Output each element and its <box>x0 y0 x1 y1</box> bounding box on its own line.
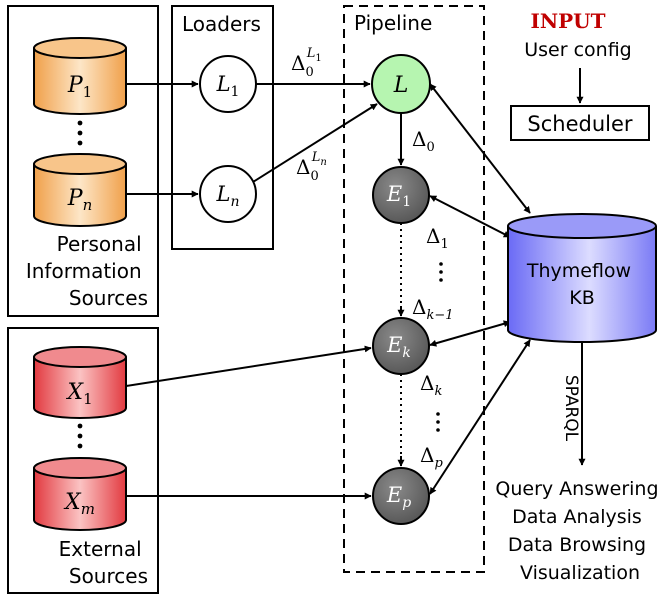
vertical-ellipsis <box>77 423 83 449</box>
enricher-e1-label: E1 <box>386 182 411 210</box>
arrow-e1-kb <box>429 195 511 238</box>
loaders-group: Loaders L1 Ln <box>171 5 274 250</box>
delta-loader1-label: Δ0L1 <box>291 46 322 80</box>
kb-cylinder: Thymeflow KB <box>507 213 657 343</box>
external-sources-group: X1 Xm External Sources <box>7 327 159 594</box>
source-xm-cylinder: Xm <box>33 457 127 531</box>
loader-l1-label: L1 <box>216 72 240 100</box>
source-pn-label: Pn <box>67 186 92 214</box>
vertical-ellipsis <box>77 120 83 146</box>
arrow-ln-to-l <box>252 103 378 183</box>
source-pn-cylinder: Pn <box>33 153 127 227</box>
source-xm-label: Xm <box>63 490 95 518</box>
vertical-ellipsis <box>439 262 443 282</box>
input-group: INPUT User config Scheduler <box>510 9 650 141</box>
delta-loadern-label: Δ0Ln <box>296 150 327 184</box>
pipeline-title: Pipeline <box>354 11 432 35</box>
input-subtitle: User config <box>524 39 632 61</box>
outputs-list: Query Answering Data Analysis Data Brows… <box>495 478 664 584</box>
enricher-ek-label: Ek <box>386 333 411 361</box>
arrow-ep-kb <box>429 339 531 495</box>
source-x1-label: X1 <box>65 380 92 408</box>
source-x1-cylinder: X1 <box>33 346 127 419</box>
source-p1-label: P1 <box>67 73 92 101</box>
arrow-ek-kb <box>429 320 511 347</box>
pipeline-head-label: L <box>393 73 409 98</box>
loader-ln-node <box>199 165 257 223</box>
source-p1-cylinder: P1 <box>33 37 127 115</box>
enricher-ep-label: Ep <box>386 483 411 511</box>
loader-ln-label: Ln <box>216 182 240 210</box>
input-title: INPUT <box>531 9 606 33</box>
pipeline-group: Pipeline L E1 Ek Ep <box>343 5 485 573</box>
delta-labels: Δ0L1 Δ0Ln Δ0 Δ1 Δk−1 Δk Δp <box>291 46 454 471</box>
external-sources-caption: External Sources <box>59 537 148 588</box>
delta-p-label: Δp <box>420 443 443 471</box>
pipeline-box <box>343 5 485 573</box>
delta-0-label: Δ0 <box>412 127 435 155</box>
loaders-title: Loaders <box>182 12 261 36</box>
delta-k-label: Δk <box>420 371 442 399</box>
sparql-label: SPARQL <box>561 375 581 442</box>
personal-sources-caption: Personal Information Sources <box>26 232 148 310</box>
delta-1-label: Δ1 <box>426 224 449 252</box>
external-sources-box <box>7 327 159 594</box>
scheduler-label: Scheduler <box>527 112 632 136</box>
personal-sources-group: P1 Pn Personal Information Sources <box>7 5 159 317</box>
arrows <box>125 68 586 500</box>
personal-sources-box <box>7 5 159 317</box>
scheduler-box <box>510 105 650 141</box>
delta-k-minus-1-label: Δk−1 <box>412 295 454 323</box>
enricher-ep-node <box>372 467 430 525</box>
kb-label: Thymeflow KB <box>526 260 637 309</box>
arrow-x1-to-ek <box>125 345 372 387</box>
arrow-l-kb <box>429 83 531 214</box>
loaders-box <box>171 5 274 250</box>
vertical-ellipsis <box>436 412 440 432</box>
